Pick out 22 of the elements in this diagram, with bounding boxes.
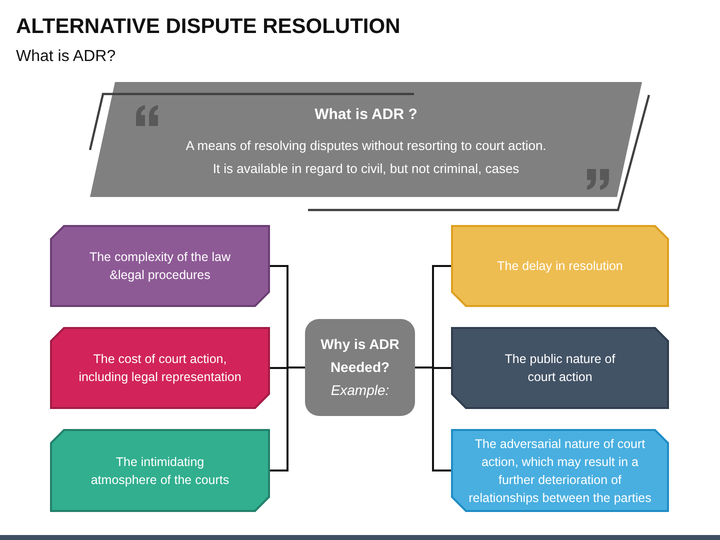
quote-banner: [90, 82, 642, 197]
reason-box: [451, 225, 669, 307]
question-text: Why is ADR Needed?: [320, 335, 400, 377]
connector-line: [270, 366, 305, 472]
reason-text: The delay in resolution: [497, 258, 623, 275]
reason-text: The intimidating atmosphere of the courts: [90, 454, 230, 488]
subtitle: What is ADR?: [16, 47, 116, 66]
reason-text: The public nature of court action: [504, 351, 616, 386]
connector-line: [415, 366, 451, 472]
reason-text: The adversarial nature of court action, which may result in a further deterioration of relationships between the parties: [468, 436, 652, 506]
reason-box: [451, 429, 669, 512]
reason-text: The complexity of the law &legal procedures: [88, 249, 232, 284]
example-text: Example:: [330, 381, 390, 400]
question-box: [305, 319, 415, 416]
banner-heading: What is ADR ?: [314, 106, 418, 124]
reason-box: [50, 429, 270, 512]
reason-text: The cost of court action, including legal representation: [78, 351, 242, 386]
page-title: ALTERNATIVE DISPUTE RESOLUTION: [16, 14, 400, 40]
reason-box: [50, 327, 270, 409]
reason-box: [451, 327, 669, 409]
banner-text: A means of resolving disputes without resorting to court action. It is available in regard to civil, but not criminal, cases: [184, 137, 548, 178]
reason-box: [50, 225, 270, 307]
